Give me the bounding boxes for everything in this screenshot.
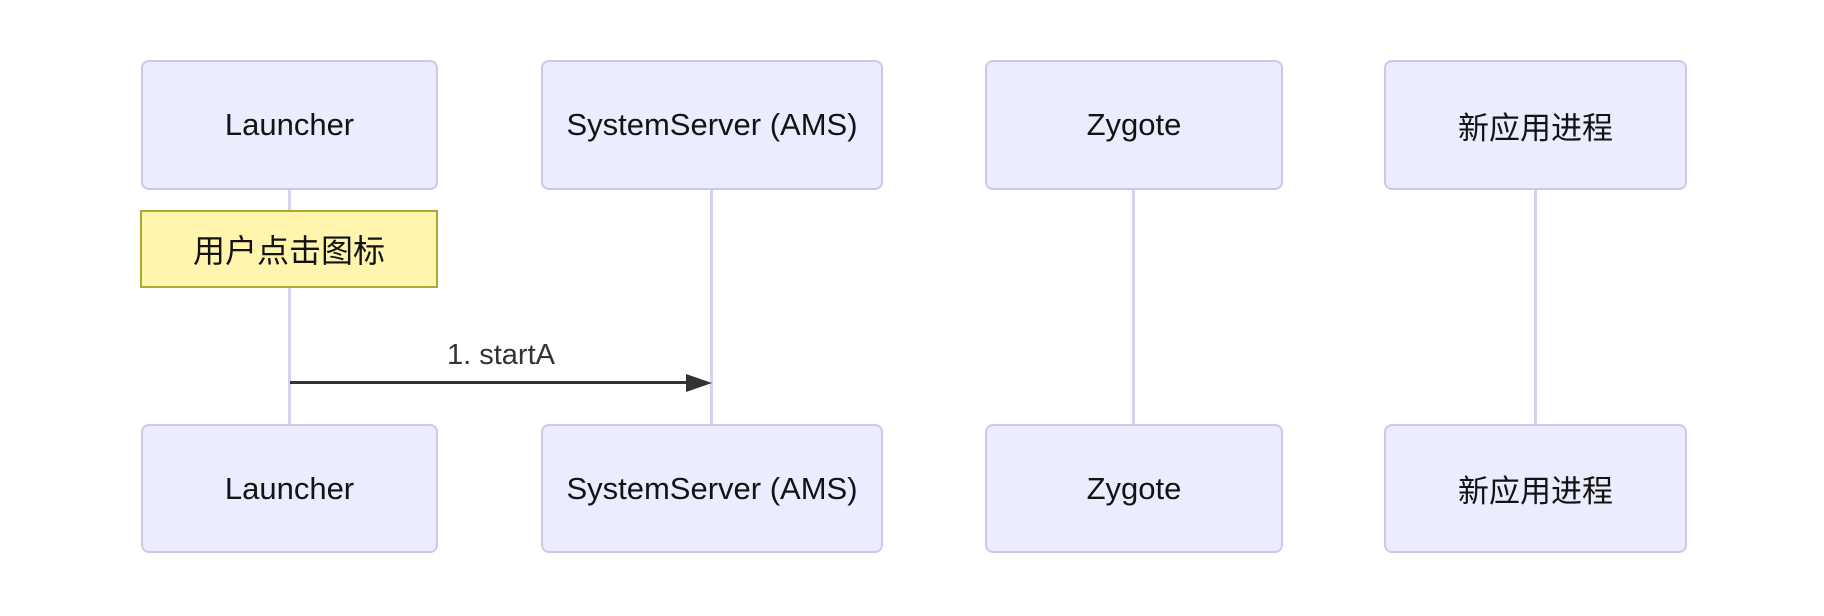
message-label-starta: 1. startA [447,339,555,371]
participant-label: 新应用进程 [1458,474,1613,509]
note-text: 用户点击图标 [192,233,385,269]
participant-label: SystemServer (AMS) [566,470,858,506]
message-line-starta [290,381,688,384]
participant-top-launcher: Launcher [141,60,438,190]
participant-label: Zygote [1086,107,1182,142]
participant-label: Launcher [224,470,355,506]
participant-bottom-zygote: Zygote [985,424,1283,553]
participant-bottom-systemserver: SystemServer (AMS) [541,424,883,553]
note-user-clicks-icon: 用户点击图标 [140,210,438,288]
arrowhead-icon [686,374,712,392]
participant-label: 新应用进程 [1458,110,1613,146]
participant-bottom-launcher: Launcher [141,424,438,553]
participant-bottom-new-app-process: 新应用进程 [1384,424,1687,553]
participant-top-new-app-process: 新应用进程 [1384,60,1687,190]
lifeline-systemserver [710,190,713,424]
participant-top-zygote: Zygote [985,60,1283,190]
participant-label: Launcher [224,107,355,142]
participant-label: SystemServer (AMS) [566,107,858,142]
participant-label: Zygote [1086,470,1182,506]
lifeline-new-app-process [1534,190,1537,424]
lifeline-launcher [288,190,291,424]
lifeline-zygote [1132,190,1135,424]
participant-top-systemserver: SystemServer (AMS) [541,60,883,190]
